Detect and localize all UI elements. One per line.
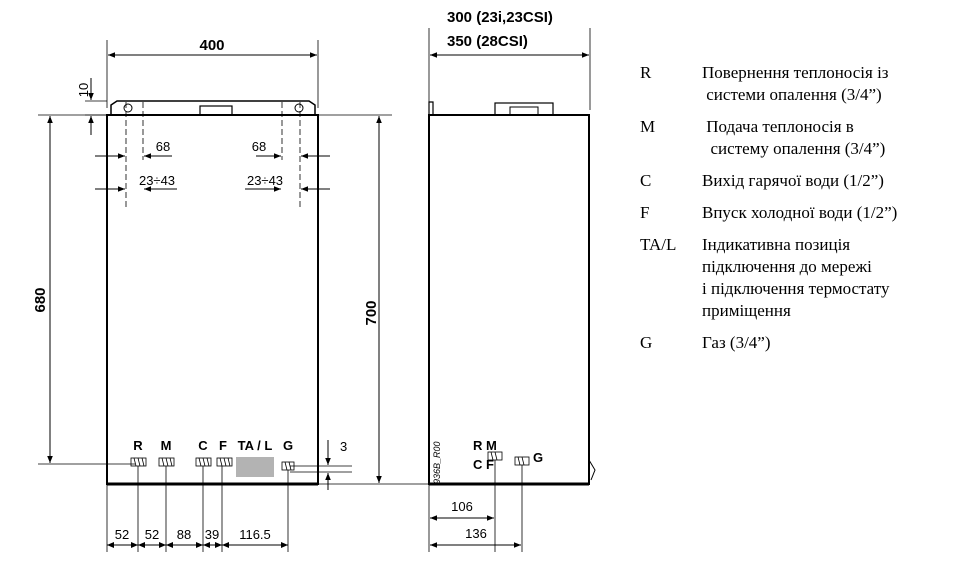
legend-code: M [640,117,656,136]
conn-label-f: F [219,438,227,453]
legend-line: Вихід гарячої води (1/2”) [702,171,884,190]
side-dim-outer: 136 [465,526,487,541]
left-spacing-label: 68 [156,139,170,154]
legend-line: системи опалення (3/4”) [702,85,882,104]
side-top-bracket [428,101,434,115]
connection-stubs [130,457,295,471]
depth-label-1: 300 (23i,23CSI) [447,9,553,26]
legend-line: підключення до мережі [702,257,872,276]
legend-item-r: R Повернення теплоносія із системи опале… [640,62,960,106]
legend-code: G [640,333,653,352]
legend-desc: Індикативна позиція підключення до мереж… [702,234,960,322]
side-conn-bottom: C F [473,457,494,472]
bracket-hole-right [294,103,304,113]
left-range-label: 23÷43 [139,173,175,188]
bottom-dim-2: 52 [145,527,159,542]
conn-label-m: M [161,438,172,453]
side-view [428,28,596,552]
bottom-dim-4: 39 [205,527,219,542]
conn-height-label: 680 [32,287,49,312]
legend-line: Газ (3/4”) [702,333,771,352]
legend-line: Подача теплоносія в [702,117,854,136]
legend-item-f: F Впуск холодної води (1/2”) [640,202,960,224]
legend-desc: Впуск холодної води (1/2”) [702,202,960,224]
legend-line: систему опалення (3/4”) [702,139,886,158]
side-dim-inner: 106 [451,499,473,514]
conn-label-r: R [133,438,143,453]
conn-label-ta-l: TA / L [238,438,273,453]
legend-line: Впуск холодної води (1/2”) [702,203,898,222]
bracket-hole-left [123,103,133,113]
legend-item-c: C Вихід гарячої води (1/2”) [640,170,960,192]
legend-item-ta-l: TA/L Індикативна позиція підключення до … [640,234,960,322]
bottom-offset-label: 3 [340,439,347,454]
conn-label-c: C [198,438,208,453]
legend-code: F [640,203,650,222]
legend-line: Повернення теплоносія із [702,63,889,82]
ta-l-panel [236,457,274,477]
side-conn-g: G [533,450,543,465]
front-top-bracket [110,100,316,115]
top-flue-stub [199,105,233,116]
legend-code: C [640,171,652,190]
depth-label-2: 350 (28CSI) [447,33,528,50]
side-conn-top: R M [473,438,497,453]
bottom-dim-5: 116.5 [239,527,271,542]
top-offset-label: 10 [76,83,91,97]
conn-label-g: G [283,438,293,453]
legend-desc: Вихід гарячої води (1/2”) [702,170,960,192]
legend-desc: Подача теплоносія в систему опалення (3/… [702,116,960,160]
legend-code: TA/L [640,235,677,254]
front-view [38,40,430,552]
side-body [428,114,590,485]
bottom-dim-3: 88 [177,527,191,542]
drawing-reference: 936B_R00 [432,441,442,484]
right-spacing-label: 68 [252,139,266,154]
bottom-dim-1: 52 [115,527,129,542]
legend-line: Індикативна позиція [702,235,851,254]
legend-item-m: M Подача теплоносія в систему опалення (… [640,116,960,160]
front-body [106,114,319,485]
legend-line: приміщення [702,301,791,320]
legend-item-g: G Газ (3/4”) [640,332,960,354]
total-height-label: 700 [363,300,380,325]
legend-desc: Газ (3/4”) [702,332,960,354]
width-label: 400 [199,37,224,54]
legend-desc: Повернення теплоносія із системи опаленн… [702,62,960,106]
legend-code: R [640,63,652,82]
right-range-label: 23÷43 [247,173,283,188]
legend: R Повернення теплоносія із системи опале… [640,62,960,364]
side-flue-stub [494,102,554,116]
legend-line: і підключення термостату [702,279,890,298]
